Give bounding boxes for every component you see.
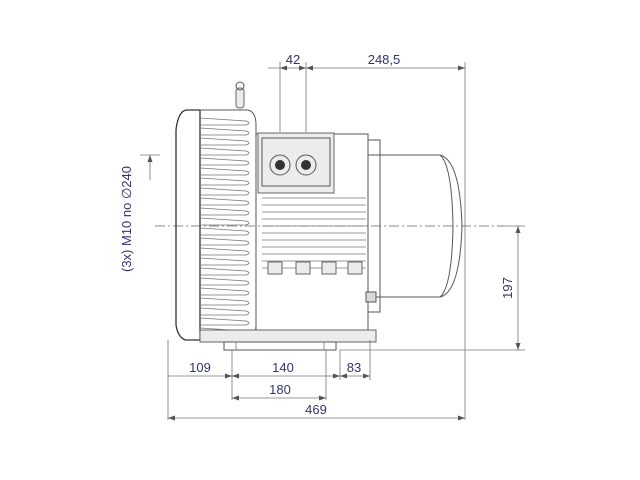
dimension-180: 180: [269, 382, 291, 397]
motor-body: [255, 132, 463, 333]
dimension-197: 197: [500, 277, 515, 299]
height-dimension-group: 197: [340, 225, 525, 351]
base-plate: [199, 291, 377, 351]
dimension-109: 109: [189, 360, 211, 375]
mounting-holes-label: (3x) M10 no ∅240: [119, 166, 134, 272]
bottom-dimension-group: 109 140 83 180 469: [167, 340, 466, 421]
dimension-140: 140: [272, 360, 294, 375]
top-dimension-group: 42 248,5: [268, 52, 466, 340]
dimension-42: 42: [286, 52, 300, 67]
dimension-248-5: 248,5: [368, 52, 401, 67]
side-dimension-group: (3x) M10 no ∅240: [119, 154, 160, 272]
dimension-469: 469: [305, 402, 327, 417]
dimension-83: 83: [347, 360, 361, 375]
fan-housing: [175, 81, 257, 341]
